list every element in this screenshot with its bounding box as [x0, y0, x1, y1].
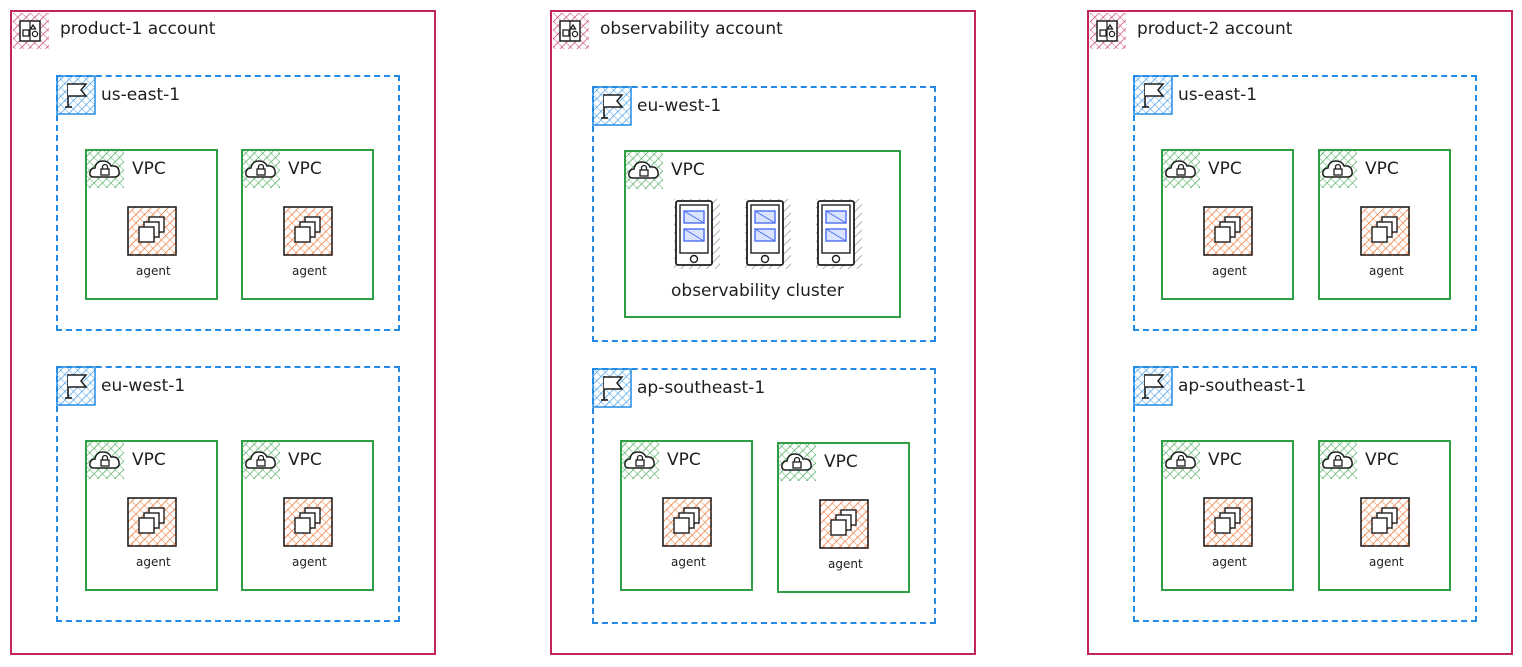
agent-label: agent: [292, 555, 327, 569]
region-flag-icon: [1133, 366, 1173, 406]
region-label: us-east-1: [1178, 85, 1258, 105]
agent-instances-icon: [1203, 497, 1255, 549]
region-label: ap-southeast-1: [637, 378, 766, 398]
aws-account-2: [550, 10, 976, 655]
agent-instances-icon: [283, 497, 335, 549]
agent-instances-icon: [127, 206, 179, 258]
vpc-label: VPC: [1365, 450, 1399, 470]
vpc-cloud-lock-icon: [1161, 149, 1201, 189]
cluster-node-icon: [674, 199, 720, 269]
vpc-cloud-lock-icon: [1318, 440, 1358, 480]
agent-label: agent: [1369, 264, 1404, 278]
vpc-label: VPC: [1365, 159, 1399, 179]
vpc-box: [777, 442, 910, 593]
vpc-box: [620, 440, 753, 591]
vpc-cloud-lock-icon: [85, 149, 125, 189]
agent-label: agent: [292, 264, 327, 278]
vpc-box: [241, 149, 374, 300]
vpc-cloud-lock-icon: [85, 440, 125, 480]
vpc-cloud-lock-icon: [624, 150, 664, 190]
agent-instances-icon: [1360, 206, 1412, 258]
agent-label: agent: [671, 555, 706, 569]
vpc-box: [1161, 440, 1294, 591]
account-label: product-2 account: [1137, 19, 1293, 39]
account-label: product-1 account: [60, 19, 216, 39]
region-flag-icon: [56, 75, 96, 115]
region-us-east-1: [56, 75, 400, 331]
vpc-box: [1318, 149, 1451, 300]
account-icon: [1090, 13, 1126, 49]
region-us-east-1: [1133, 75, 1477, 331]
vpc-label: VPC: [824, 452, 858, 472]
cluster-node-icon: [745, 199, 791, 269]
region-label: eu-west-1: [101, 376, 186, 396]
region-eu-west-1: [592, 86, 936, 342]
agent-label: agent: [136, 264, 171, 278]
vpc-label: VPC: [132, 159, 166, 179]
region-flag-icon: [592, 86, 632, 126]
vpc-box: [85, 440, 218, 591]
agent-label: agent: [1212, 264, 1247, 278]
vpc-label: VPC: [671, 160, 705, 180]
vpc-cloud-lock-icon: [241, 149, 281, 189]
region-eu-west-1: [56, 366, 400, 622]
vpc-cloud-lock-icon: [777, 442, 817, 482]
vpc-label: VPC: [1208, 450, 1242, 470]
agent-instances-icon: [1203, 206, 1255, 258]
vpc-box: [624, 150, 901, 318]
agent-label: agent: [828, 557, 863, 571]
agent-instances-icon: [662, 497, 714, 549]
region-ap-southeast-1: [1133, 366, 1477, 622]
vpc-box: [241, 440, 374, 591]
agent-label: agent: [136, 555, 171, 569]
agent-label: agent: [1369, 555, 1404, 569]
agent-instances-icon: [1360, 497, 1412, 549]
vpc-cloud-lock-icon: [1318, 149, 1358, 189]
vpc-cloud-lock-icon: [241, 440, 281, 480]
vpc-label: VPC: [132, 450, 166, 470]
cluster-label: observability cluster: [671, 281, 844, 301]
agent-instances-icon: [127, 497, 179, 549]
vpc-cloud-lock-icon: [620, 440, 660, 480]
vpc-box: [1161, 149, 1294, 300]
cluster-node-icon: [816, 199, 862, 269]
vpc-box: [1318, 440, 1451, 591]
vpc-label: VPC: [667, 450, 701, 470]
region-ap-southeast-1: [592, 368, 936, 624]
aws-account-3: [1087, 10, 1513, 655]
region-flag-icon: [56, 366, 96, 406]
agent-instances-icon: [283, 206, 335, 258]
region-flag-icon: [592, 368, 632, 408]
vpc-box: [85, 149, 218, 300]
vpc-label: VPC: [1208, 159, 1242, 179]
agent-label: agent: [1212, 555, 1247, 569]
vpc-cloud-lock-icon: [1161, 440, 1201, 480]
account-label: observability account: [600, 19, 783, 39]
vpc-label: VPC: [288, 159, 322, 179]
region-label: ap-southeast-1: [1178, 376, 1307, 396]
aws-account-1: [10, 10, 436, 655]
region-label: eu-west-1: [637, 96, 722, 116]
agent-instances-icon: [819, 499, 871, 551]
region-label: us-east-1: [101, 85, 181, 105]
region-flag-icon: [1133, 75, 1173, 115]
account-icon: [13, 13, 49, 49]
vpc-label: VPC: [288, 450, 322, 470]
account-icon: [553, 13, 589, 49]
